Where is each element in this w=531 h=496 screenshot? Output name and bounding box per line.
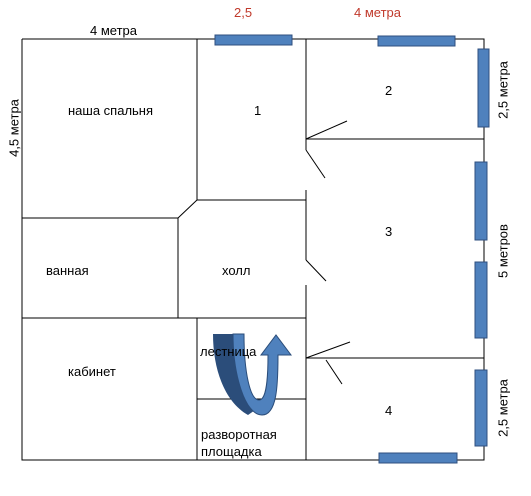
room-4-label: 4 (385, 403, 393, 418)
room-hall-label: холл (222, 263, 251, 278)
windows (214, 34, 490, 464)
room-bedroom-label: наша спальня (68, 103, 154, 118)
stairs-arrow-icon (213, 333, 292, 416)
dim-left: 4,5 метра (6, 99, 22, 157)
dim-right-middle: 5 метров (495, 224, 511, 278)
door-room3-lower (305, 341, 351, 359)
window-right-room3-lower (474, 261, 488, 339)
dim-right-bottom: 2,5 метра (495, 379, 511, 437)
door-room3 (305, 259, 327, 282)
room-landing-label: разворотная площадка (201, 427, 277, 459)
room-1-label: 1 (254, 103, 262, 118)
window-top-middle (214, 34, 293, 46)
door-room4 (325, 359, 343, 385)
window-right-room3-upper (474, 161, 488, 241)
window-top-right (377, 35, 456, 47)
door-room2 (305, 120, 348, 140)
room-bathroom-label: ванная (46, 263, 89, 278)
wall-hall-corner (177, 199, 198, 219)
dim-top-right: 4 метра (354, 5, 401, 20)
window-bottom (378, 452, 458, 464)
room-3-label: 3 (385, 224, 393, 239)
window-right-room4 (474, 369, 488, 447)
room-stairs-label: лестница (200, 344, 257, 359)
dim-top-middle: 2,5 (234, 5, 253, 20)
dim-top-left: 4 метра (90, 23, 137, 38)
window-right-room2 (477, 48, 490, 128)
door-room1 (305, 149, 326, 179)
dim-right-top: 2,5 метра (495, 61, 511, 119)
room-2-label: 2 (385, 83, 393, 98)
room-study-label: кабинет (68, 364, 116, 379)
